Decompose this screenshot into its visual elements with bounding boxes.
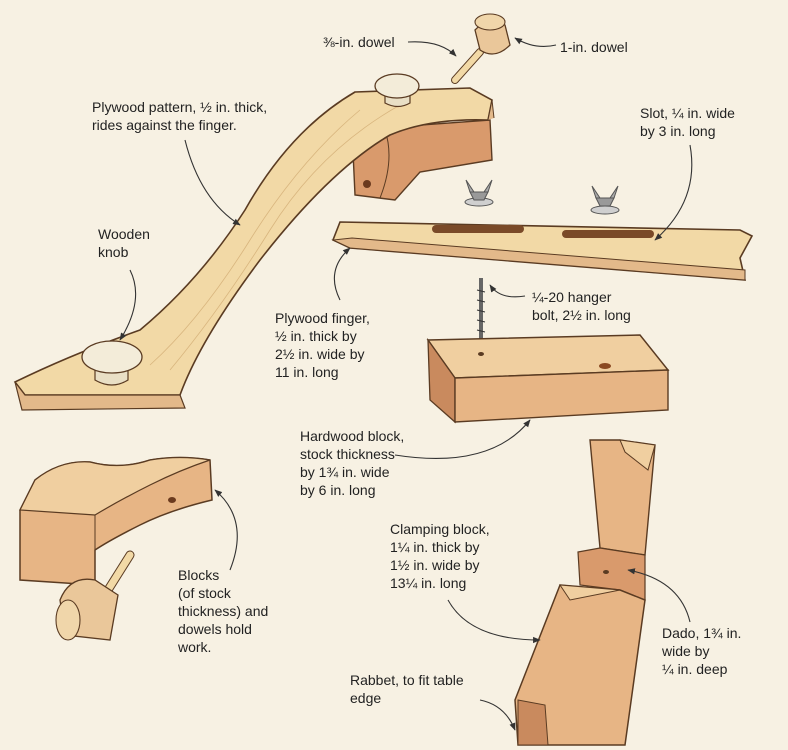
dowel-assembly-top: [451, 13, 511, 84]
clamping-block: [514, 439, 656, 746]
label-hardwood-block: Hardwood block, stock thickness by 1¾ in…: [300, 428, 405, 498]
label-slot: Slot, ¼ in. wide by 3 in. long: [640, 105, 735, 139]
dowel-assembly-bottom: [55, 550, 135, 641]
label-wooden-knob: Wooden knob: [98, 226, 150, 260]
wooden-knob-bottom: [81, 340, 143, 386]
hardwood-block: [426, 334, 670, 424]
label-rabbet: Rabbet, to fit table edge: [350, 672, 464, 706]
wing-nut-left: [464, 179, 494, 207]
label-dowel-small: ⅜-in. dowel: [323, 34, 395, 50]
leader-lines: [119, 37, 693, 731]
stock-blocks: [19, 456, 213, 586]
label-clamping-block: Clamping block, 1¼ in. thick by 1½ in. w…: [390, 521, 490, 591]
label-plywood-pattern: Plywood pattern, ½ in. thick, rides agai…: [92, 99, 268, 133]
label-dado: Dado, 1¾ in. wide by ¼ in. deep: [662, 625, 742, 677]
label-blocks: Blocks (of stock thickness) and dowels h…: [178, 567, 269, 655]
label-plywood-finger: Plywood finger, ½ in. thick by 2½ in. wi…: [275, 310, 370, 380]
label-dowel-large: 1-in. dowel: [560, 39, 628, 55]
plywood-finger: [331, 221, 754, 281]
wing-nut-right: [590, 185, 620, 215]
label-hanger-bolt: ¼-20 hanger bolt, 2½ in. long: [532, 289, 631, 323]
plywood-pattern: [13, 87, 495, 411]
wooden-knob-top: [374, 73, 420, 108]
